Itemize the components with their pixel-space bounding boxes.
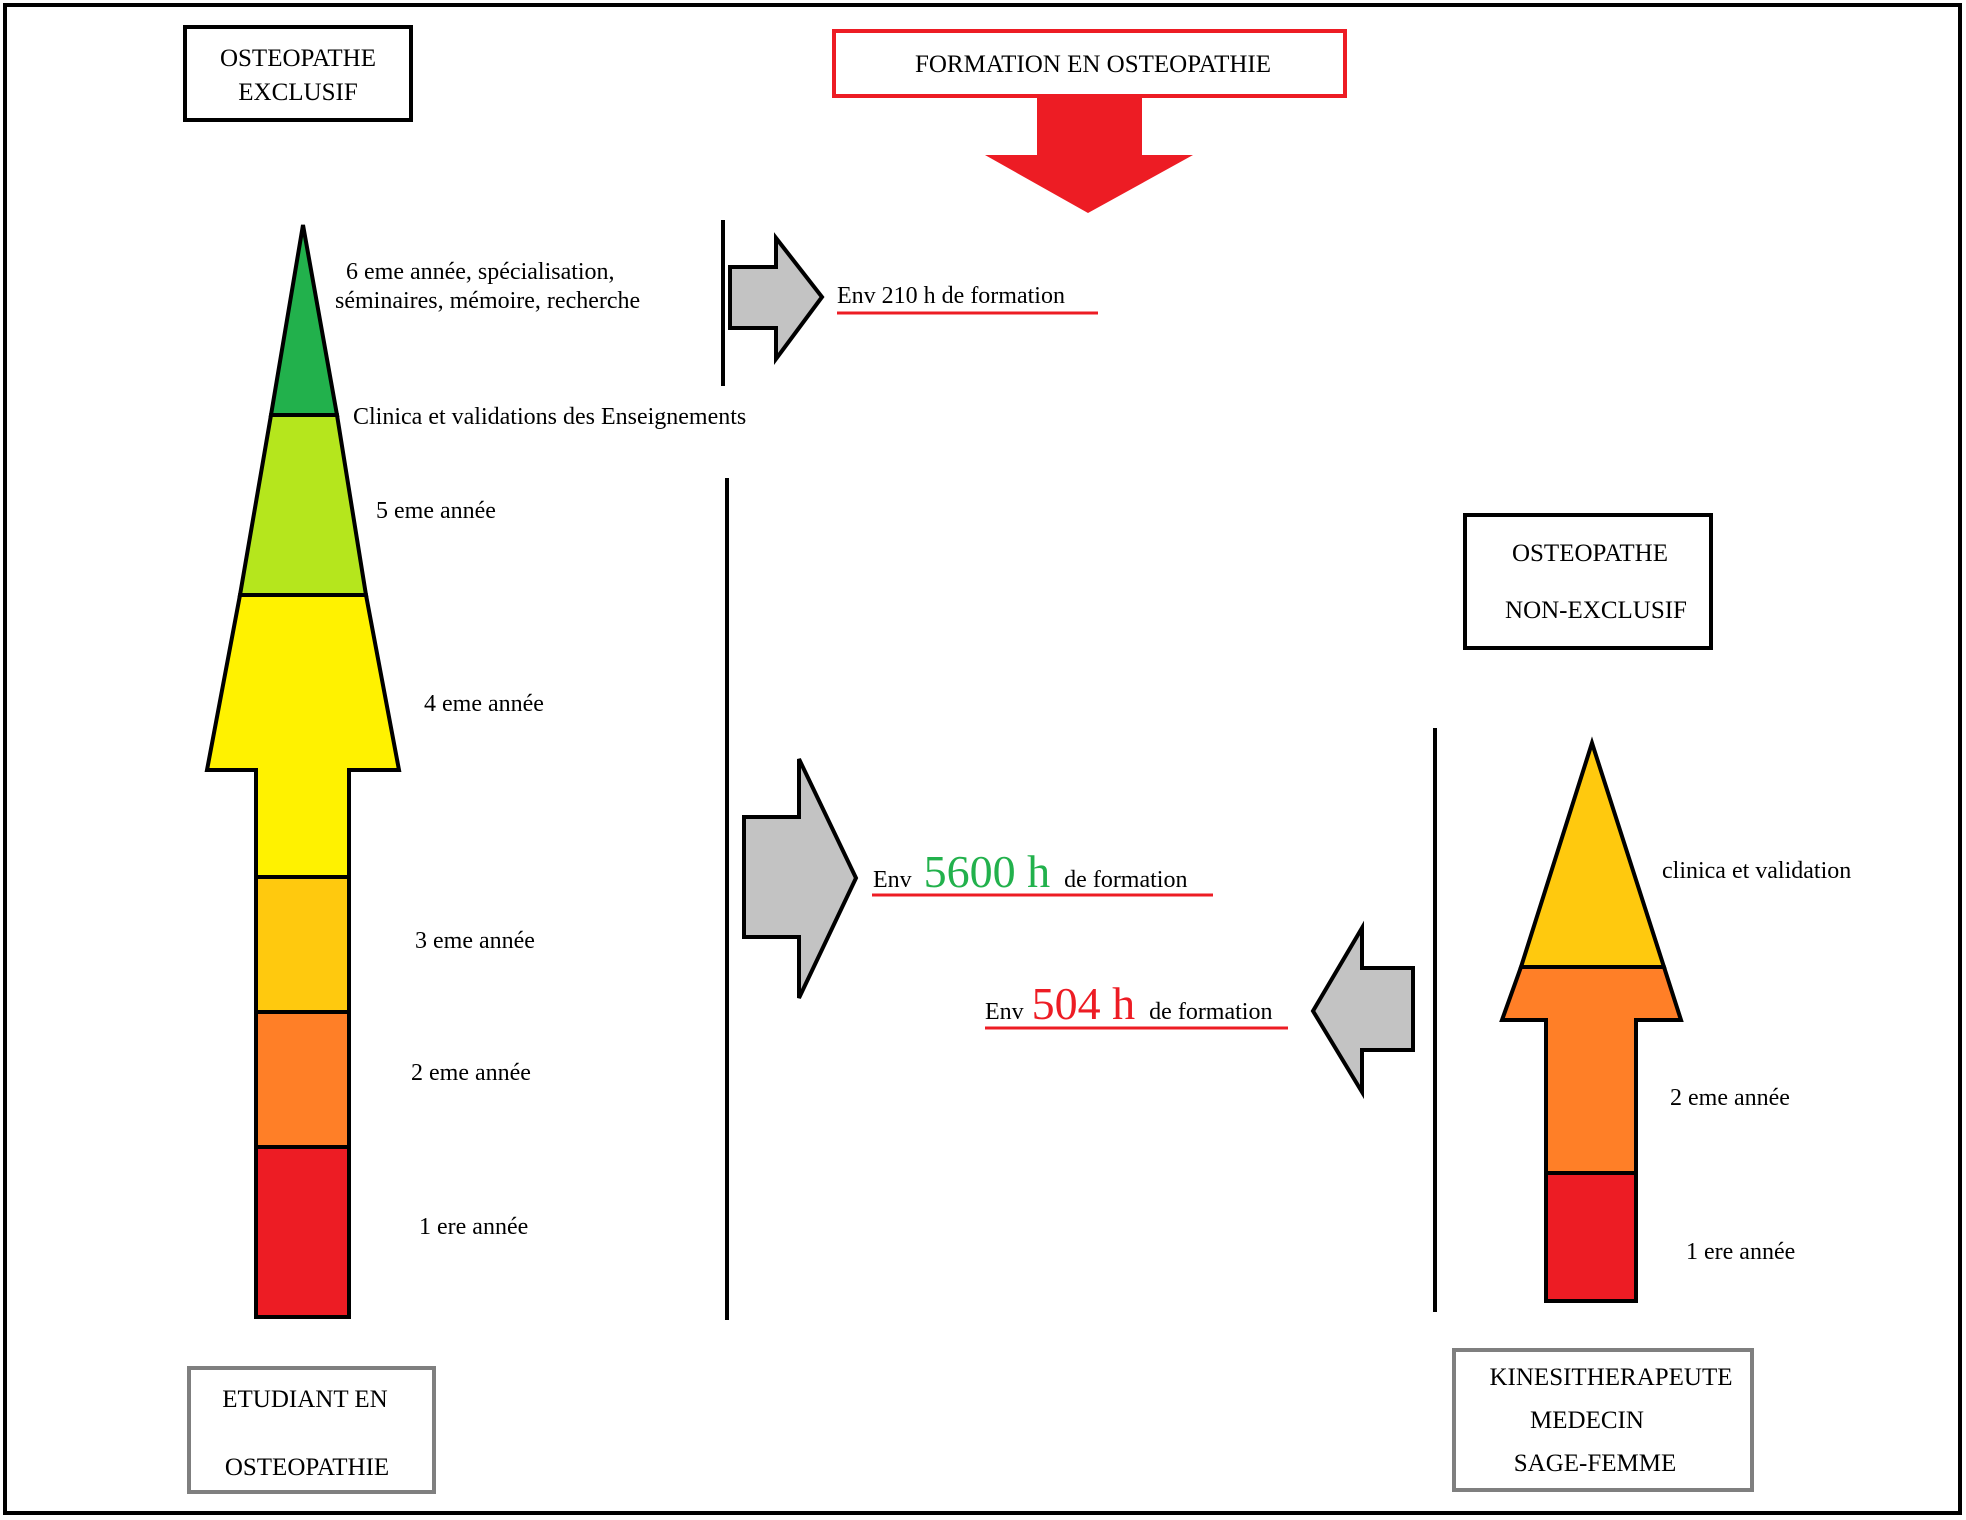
label-year4-left: 4 eme année	[424, 691, 544, 717]
label-5600h-value: 5600 h	[924, 846, 1051, 897]
outer-frame	[3, 3, 1962, 1515]
box-exclusif-line1: OSTEOPATHE	[220, 45, 376, 72]
red-down-arrow	[985, 97, 1193, 213]
label-year5-left: 5 eme année	[376, 498, 496, 524]
left-segment-year5	[237, 413, 369, 597]
label-5600h-prefix: Env	[873, 867, 912, 893]
label-year2-left: 2 eme année	[411, 1060, 531, 1086]
box-osteopathe-exclusif: OSTEOPATHE EXCLUSIF	[183, 25, 413, 122]
box-kine-line2: MEDECIN	[1530, 1407, 1644, 1434]
box-non-exclusif-line2: NON-EXCLUSIF	[1505, 597, 1687, 624]
label-stage6-line1: 6 eme année, spécialisation,	[346, 259, 615, 285]
label-504h-value: 504 h	[1032, 978, 1136, 1029]
label-504h-prefix: Env	[985, 999, 1024, 1025]
right-segment-year1	[1544, 1171, 1638, 1303]
left-segment-year4	[204, 593, 402, 879]
right-segment-year2	[1499, 965, 1684, 1175]
label-210h: Env 210 h de formation	[837, 283, 1065, 309]
left-segment-year6	[268, 224, 340, 417]
left-segment-year2	[254, 1010, 351, 1149]
box-kine-line1: KINESITHERAPEUTE	[1489, 1364, 1732, 1391]
label-504h: Env 504 h de formation	[985, 978, 1272, 1029]
box-formation: FORMATION EN OSTEOPATHIE	[832, 29, 1347, 98]
box-etudiant: ETUDIANT EN OSTEOPATHIE	[187, 1366, 436, 1494]
label-year1-right: 1 ere année	[1686, 1239, 1795, 1265]
label-504h-suffix: de formation	[1149, 999, 1272, 1025]
label-5600h: Env 5600 h de formation	[873, 846, 1187, 897]
label-stage6-line2: séminaires, mémoire, recherche	[335, 288, 640, 314]
formation-title: FORMATION EN OSTEOPATHIE	[915, 51, 1271, 78]
grey-arrow-5600h	[742, 758, 859, 999]
box-etudiant-line1: ETUDIANT EN	[222, 1386, 387, 1413]
box-osteopathe-non-exclusif: OSTEOPATHE NON-EXCLUSIF	[1463, 513, 1713, 650]
right-progress-arrow	[1499, 736, 1684, 1303]
left-segment-year3	[254, 875, 351, 1014]
right-segment-clinica	[1518, 736, 1667, 969]
box-exclusif-line2: EXCLUSIF	[238, 79, 357, 106]
label-year1-left: 1 ere année	[419, 1214, 528, 1240]
box-kinesitherapeute: KINESITHERAPEUTE MEDECIN SAGE-FEMME	[1452, 1348, 1754, 1492]
label-5600h-suffix: de formation	[1064, 867, 1187, 893]
label-clinica-left: Clinica et validations des Enseignements	[353, 404, 746, 430]
label-year2-right: 2 eme année	[1670, 1085, 1790, 1111]
box-kine-line3: SAGE-FEMME	[1514, 1450, 1677, 1477]
grey-arrow-504h	[1310, 920, 1415, 1100]
grey-arrow-210h	[728, 232, 825, 366]
box-etudiant-line2: OSTEOPATHIE	[225, 1454, 389, 1481]
left-segment-year1	[254, 1145, 351, 1319]
label-year3-left: 3 eme année	[415, 928, 535, 954]
label-clinica-right: clinica et validation	[1662, 858, 1851, 884]
left-progress-arrow	[204, 224, 402, 1319]
box-non-exclusif-line1: OSTEOPATHE	[1512, 540, 1668, 567]
